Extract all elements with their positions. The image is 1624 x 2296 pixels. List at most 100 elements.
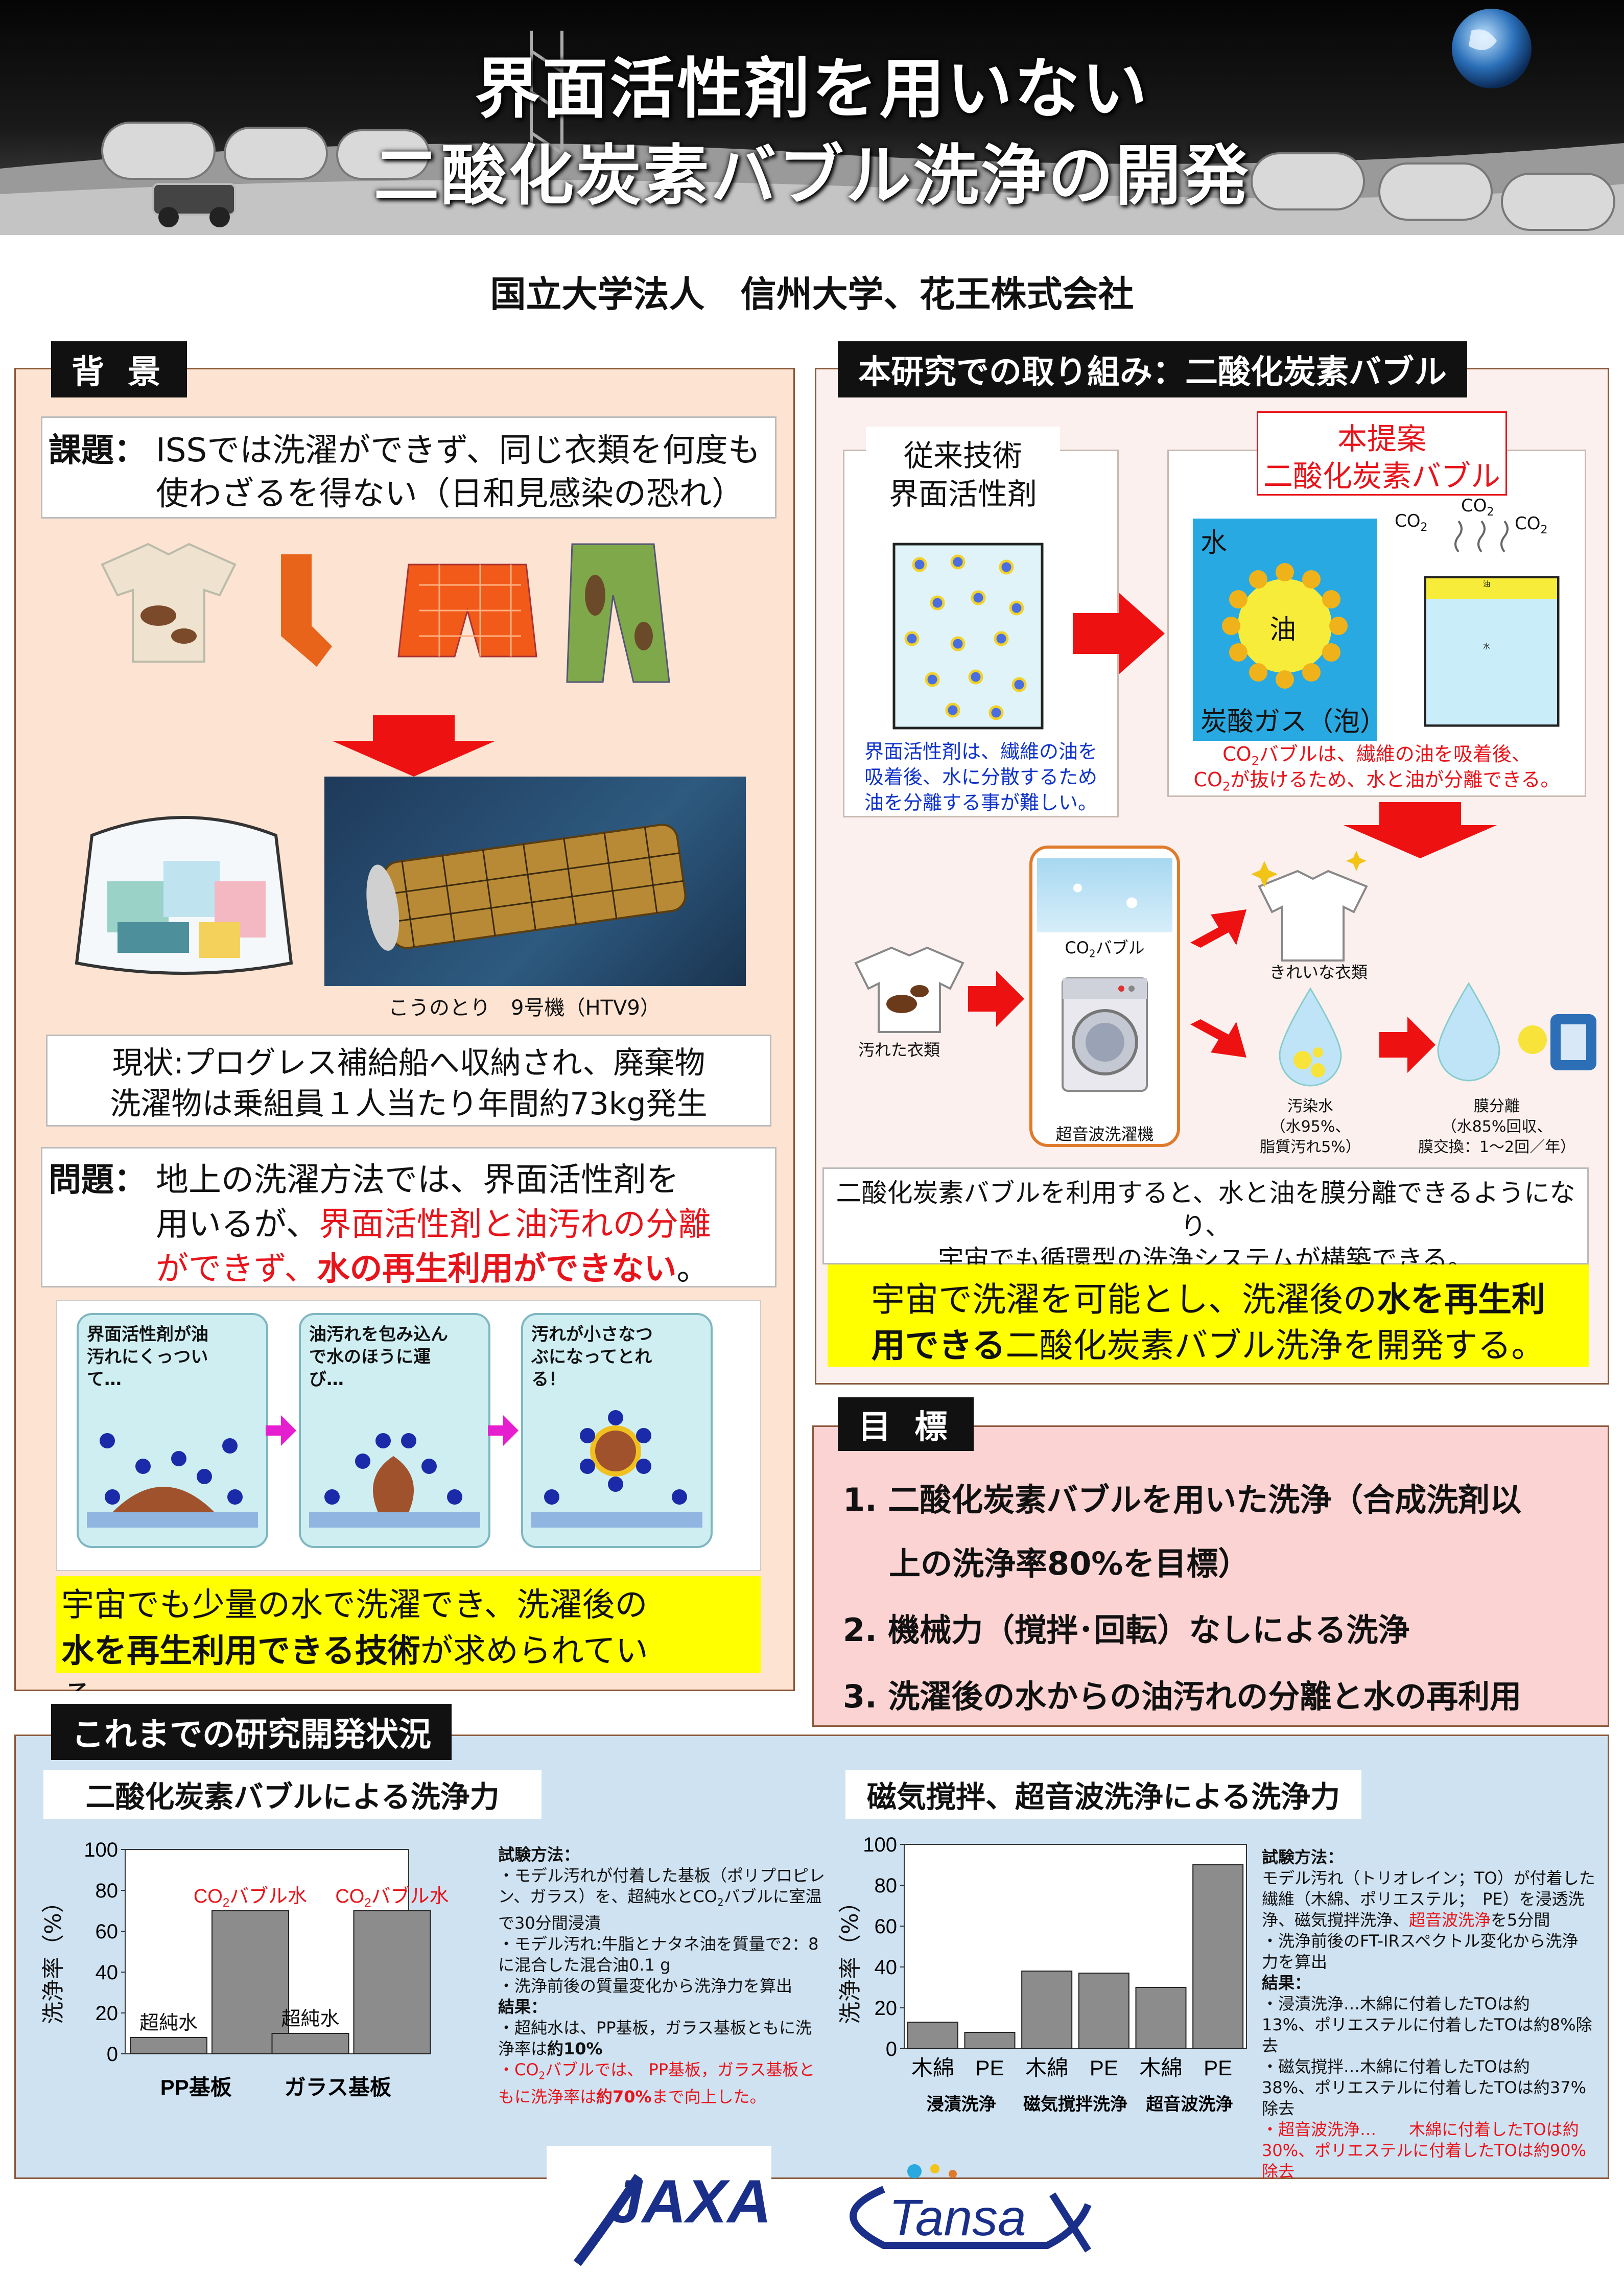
left-result-title: 結果： (498, 1997, 548, 2017)
goal-line-2: 用できる二酸化炭素バブル洗浄を開発する。 (828, 1318, 1589, 1367)
y-tick-label: 60 (875, 1915, 898, 1938)
tansax-logo-text: Tansa (889, 2189, 1026, 2246)
co2-label-1-sub: 2 (1420, 521, 1428, 534)
left-result-2-b: 約10% (547, 2039, 603, 2059)
title-line-1: 界面活性剤を用いない (475, 51, 1149, 127)
tansax-logo: Tansa (812, 2159, 1098, 2261)
proposal-note-2: CO2が抜けるため、水と油が分離できる。 (1167, 764, 1586, 794)
shorts-icon (397, 564, 537, 658)
conventional-note-3: 油を分離する事が難しい。 (864, 791, 1097, 814)
y-tick-label: 40 (96, 1961, 119, 1984)
affiliation: 国立大学法人 信州大学、花王株式会社 (490, 273, 1134, 315)
co2-bubble-label-sub: 2 (1089, 947, 1096, 960)
left-method-4: ・モデル汚れ:牛脂とナタネ油を質量で2：8 (498, 1934, 819, 1954)
y-tick-label: 40 (875, 1956, 898, 1979)
right-method-3-b: 超音波洗浄 (1409, 1910, 1491, 1930)
plot-area (904, 1844, 1247, 2049)
background-tag: 背 景 (51, 341, 187, 397)
approach-tag: 本研究での取り組み：二酸化炭素バブル (838, 341, 1467, 397)
conventional-title-2: 界面活性剤 (888, 477, 1037, 511)
issue-text-2: 使わざるを得ない（日和見感染の恐れ） (156, 475, 744, 513)
dirty-clothes-illustration (101, 543, 670, 683)
right-method-3: 浄、磁気撹拌洗浄、超音波洗浄を5分間 (1262, 1910, 1609, 1931)
series-label: 超純水 (281, 2008, 339, 2030)
goal-line-1-bold: 水を再生利 (1377, 1280, 1545, 1319)
problem-line-3-bold: 水の再生利用ができない (317, 1250, 677, 1288)
left-result-2-a: 浄率は (498, 2039, 548, 2059)
y-tick-label: 0 (107, 2043, 118, 2066)
y-tick-label: 20 (875, 1997, 898, 2020)
status-box (46, 1035, 771, 1127)
left-method-2: ン、ガラス）を、超純水とCO2バブルに室温 (498, 1887, 822, 1909)
y-tick-label: 100 (863, 1834, 897, 1856)
bar (964, 2032, 1016, 2049)
x-group-label: 浸漬洗浄 (927, 2095, 996, 2114)
x-category-label: 木綿 (911, 2056, 954, 2080)
right-result-1: ・浸漬洗浄…木綿に付着したTOは約 (1262, 1994, 1530, 2013)
need-line-3: る。 (61, 1671, 127, 1691)
layer-water-label: 水 (1483, 643, 1490, 651)
clean-shirt-icon (1251, 851, 1368, 962)
arrow-right-icon (1073, 593, 1165, 674)
proposal-note-1-b: バブルは、繊維の油を吸着後、 (1259, 743, 1531, 765)
jaxa-logo: JAXA (547, 2146, 771, 2274)
right-method-title: 試験方法： (1262, 1847, 1344, 1867)
htv-photo (324, 777, 746, 986)
layer-oil-label: 油 (1483, 580, 1490, 589)
bar (1021, 1971, 1073, 2049)
proposal-note-2-sub: 2 (1222, 779, 1231, 794)
objective-1b: 上の洗浄率80%を目標） (889, 1545, 1250, 1582)
water-label: 水 (1201, 528, 1228, 558)
spacecraft-icon (366, 824, 687, 951)
proposal-note-1-a: CO (1222, 743, 1252, 765)
moon-base-illustration (0, 9, 1624, 235)
series-label: 超純水 (139, 2012, 198, 2034)
need-line-2-text: が求められてい (420, 1632, 648, 1670)
right-result-9: 除去 (1262, 2162, 1295, 2181)
membrane-2: （水85%回収、 (1441, 1118, 1552, 1136)
goal-line-1: 宇宙で洗濯を可能とし、洗濯後の水を再生利 (828, 1272, 1589, 1321)
proposal-note-1: CO2バブルは、繊維の油を吸着後、 (1167, 738, 1586, 768)
problem-box (41, 1147, 776, 1287)
right-result-3: 去 (1262, 2036, 1279, 2055)
left-method-2-b: バブルに室温 (723, 1887, 822, 1906)
status-line-1: 現状:プログレス補給船へ収納され、廃棄物 (112, 1045, 705, 1081)
bar (907, 2022, 958, 2049)
left-chart-title-box (43, 1770, 542, 1819)
problem-line-2: 用いるが、界面活性剤と油汚れの分離 (156, 1198, 711, 1245)
right-result-5: 38%、ポリエステルに付着したTOは約37% (1262, 2078, 1586, 2097)
right-method-3-c: を5分間 (1491, 1910, 1550, 1930)
right-chart-ylabel: 洗浄率（%） (837, 1890, 863, 2024)
goal-line-2-text: 二酸化炭素バブル洗浄を開発する。 (1005, 1326, 1545, 1365)
membrane-1: 膜分離 (1474, 1097, 1520, 1115)
arrow-down-icon (332, 715, 496, 777)
x-category-label: PE (1090, 2056, 1118, 2080)
bar (353, 1910, 431, 2054)
objectives-tag: 目 標 (838, 1397, 974, 1451)
oil-droplet-icon (1222, 563, 1348, 689)
proposal-note-2-a: CO (1193, 768, 1222, 791)
left-result-2: 浄率は約10% (498, 2039, 825, 2059)
pants-icon (566, 543, 670, 683)
arrow-down-icon (1344, 802, 1497, 858)
polluted-water-3: 脂質汚れ5%） (1260, 1138, 1361, 1156)
gas-label: 炭酸ガス（泡） (1201, 707, 1387, 737)
objective-2: 2. 機械力（撹拌･回転）なしによる洗浄 (843, 1611, 1410, 1649)
problem-line-3-end: 。 (676, 1250, 710, 1288)
issue-label: 課題： (49, 432, 147, 470)
goal-highlight (828, 1264, 1589, 1367)
bar (271, 2033, 349, 2054)
co2-bubble-label: CO2バブル (1029, 935, 1180, 959)
tansax-logo-mark: Tansa (850, 2164, 1092, 2253)
left-method-3: で30分間浸漬 (498, 1913, 601, 1933)
title-line-2: 二酸化炭素バブル洗浄の開発 (373, 138, 1251, 214)
polluted-water-1: 汚染水 (1287, 1097, 1333, 1115)
series-label: CO2バブル水 (335, 1886, 449, 1910)
proposal-note-2-b: が抜けるため、水と油が分離できる。 (1230, 768, 1560, 791)
need-highlight (56, 1576, 761, 1673)
conventional-title-1: 従来技術 (903, 438, 1022, 473)
conventional-title-box (866, 427, 1060, 516)
left-result-3: ・CO2バブルでは、 PP基板，ガラス基板と (498, 2060, 815, 2082)
x-group-label: 超音波洗浄 (1146, 2095, 1233, 2114)
